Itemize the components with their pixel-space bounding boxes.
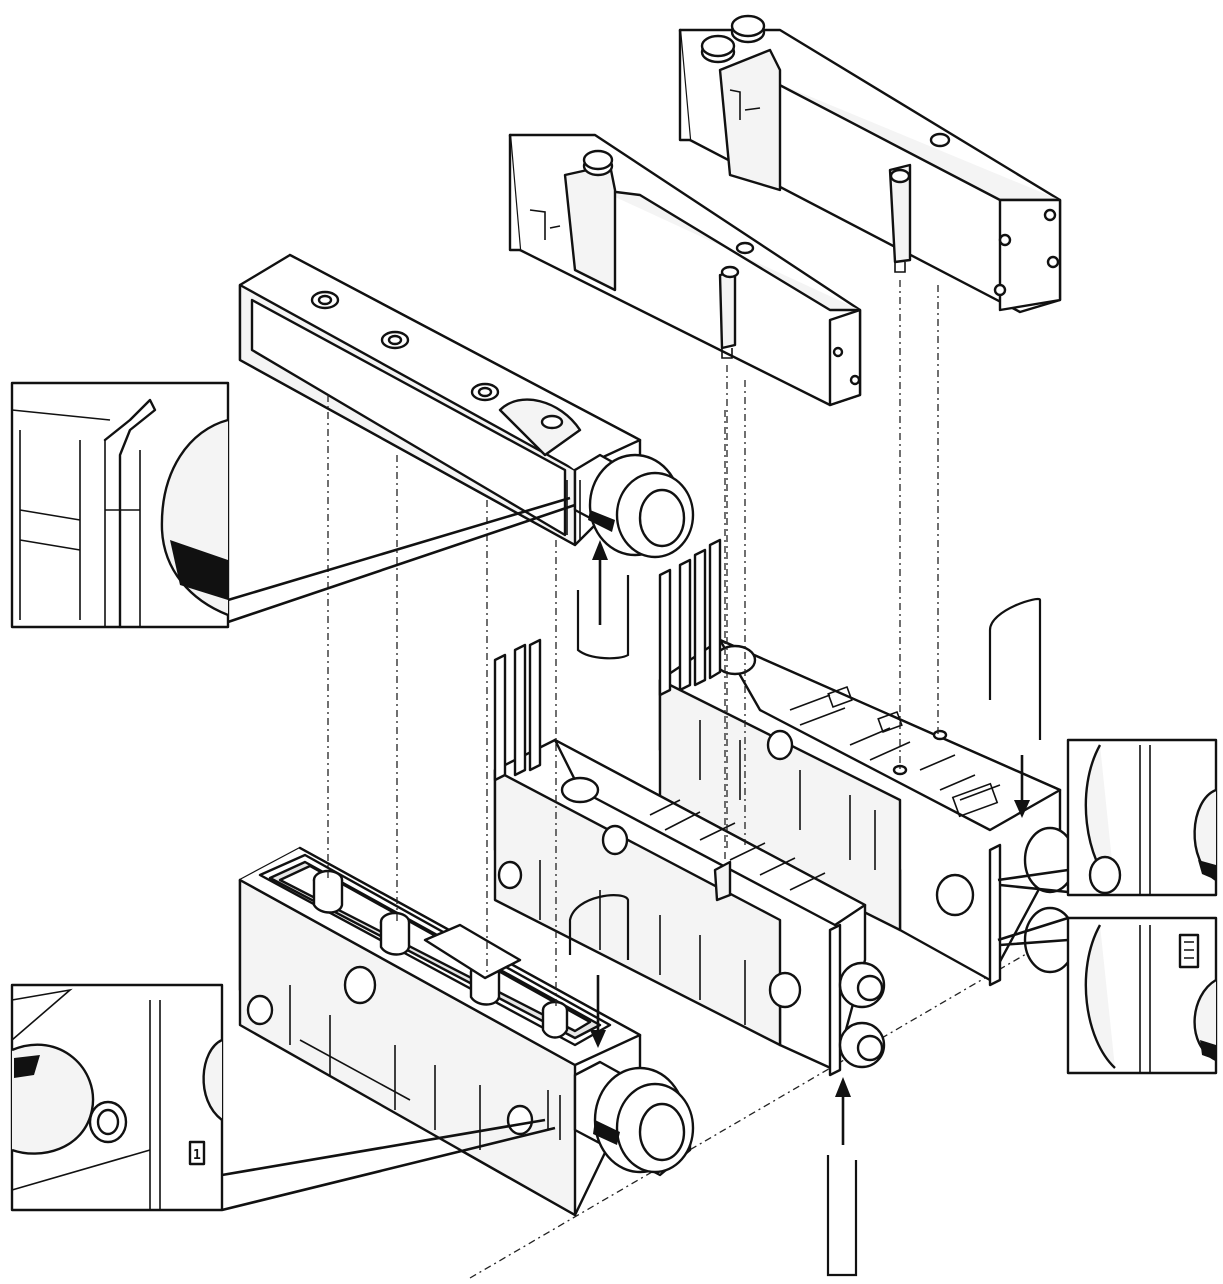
port-marking-box [188, 1140, 206, 1166]
assembly-arrows [576, 540, 1030, 1277]
port-marking-label: 1 [193, 1148, 201, 1163]
detail-inset-rear-lower [997, 916, 1218, 1075]
retaining-clip-rear [988, 597, 1042, 740]
manifold-base-middle [493, 638, 886, 1077]
valve-middle [508, 133, 862, 407]
detail-inset-rear-upper [997, 738, 1218, 897]
valve-upper [678, 14, 1062, 314]
manifold-base-front [238, 846, 695, 1217]
alignment-lines [327, 280, 939, 1010]
manifold-base-rear [658, 538, 1077, 987]
retaining-clip-middle [568, 894, 630, 960]
detail-inset-cover [10, 381, 576, 629]
cover-plate [238, 253, 695, 559]
detail-inset-front: 1 [10, 983, 556, 1212]
mounting-axis-line [469, 939, 1051, 1279]
